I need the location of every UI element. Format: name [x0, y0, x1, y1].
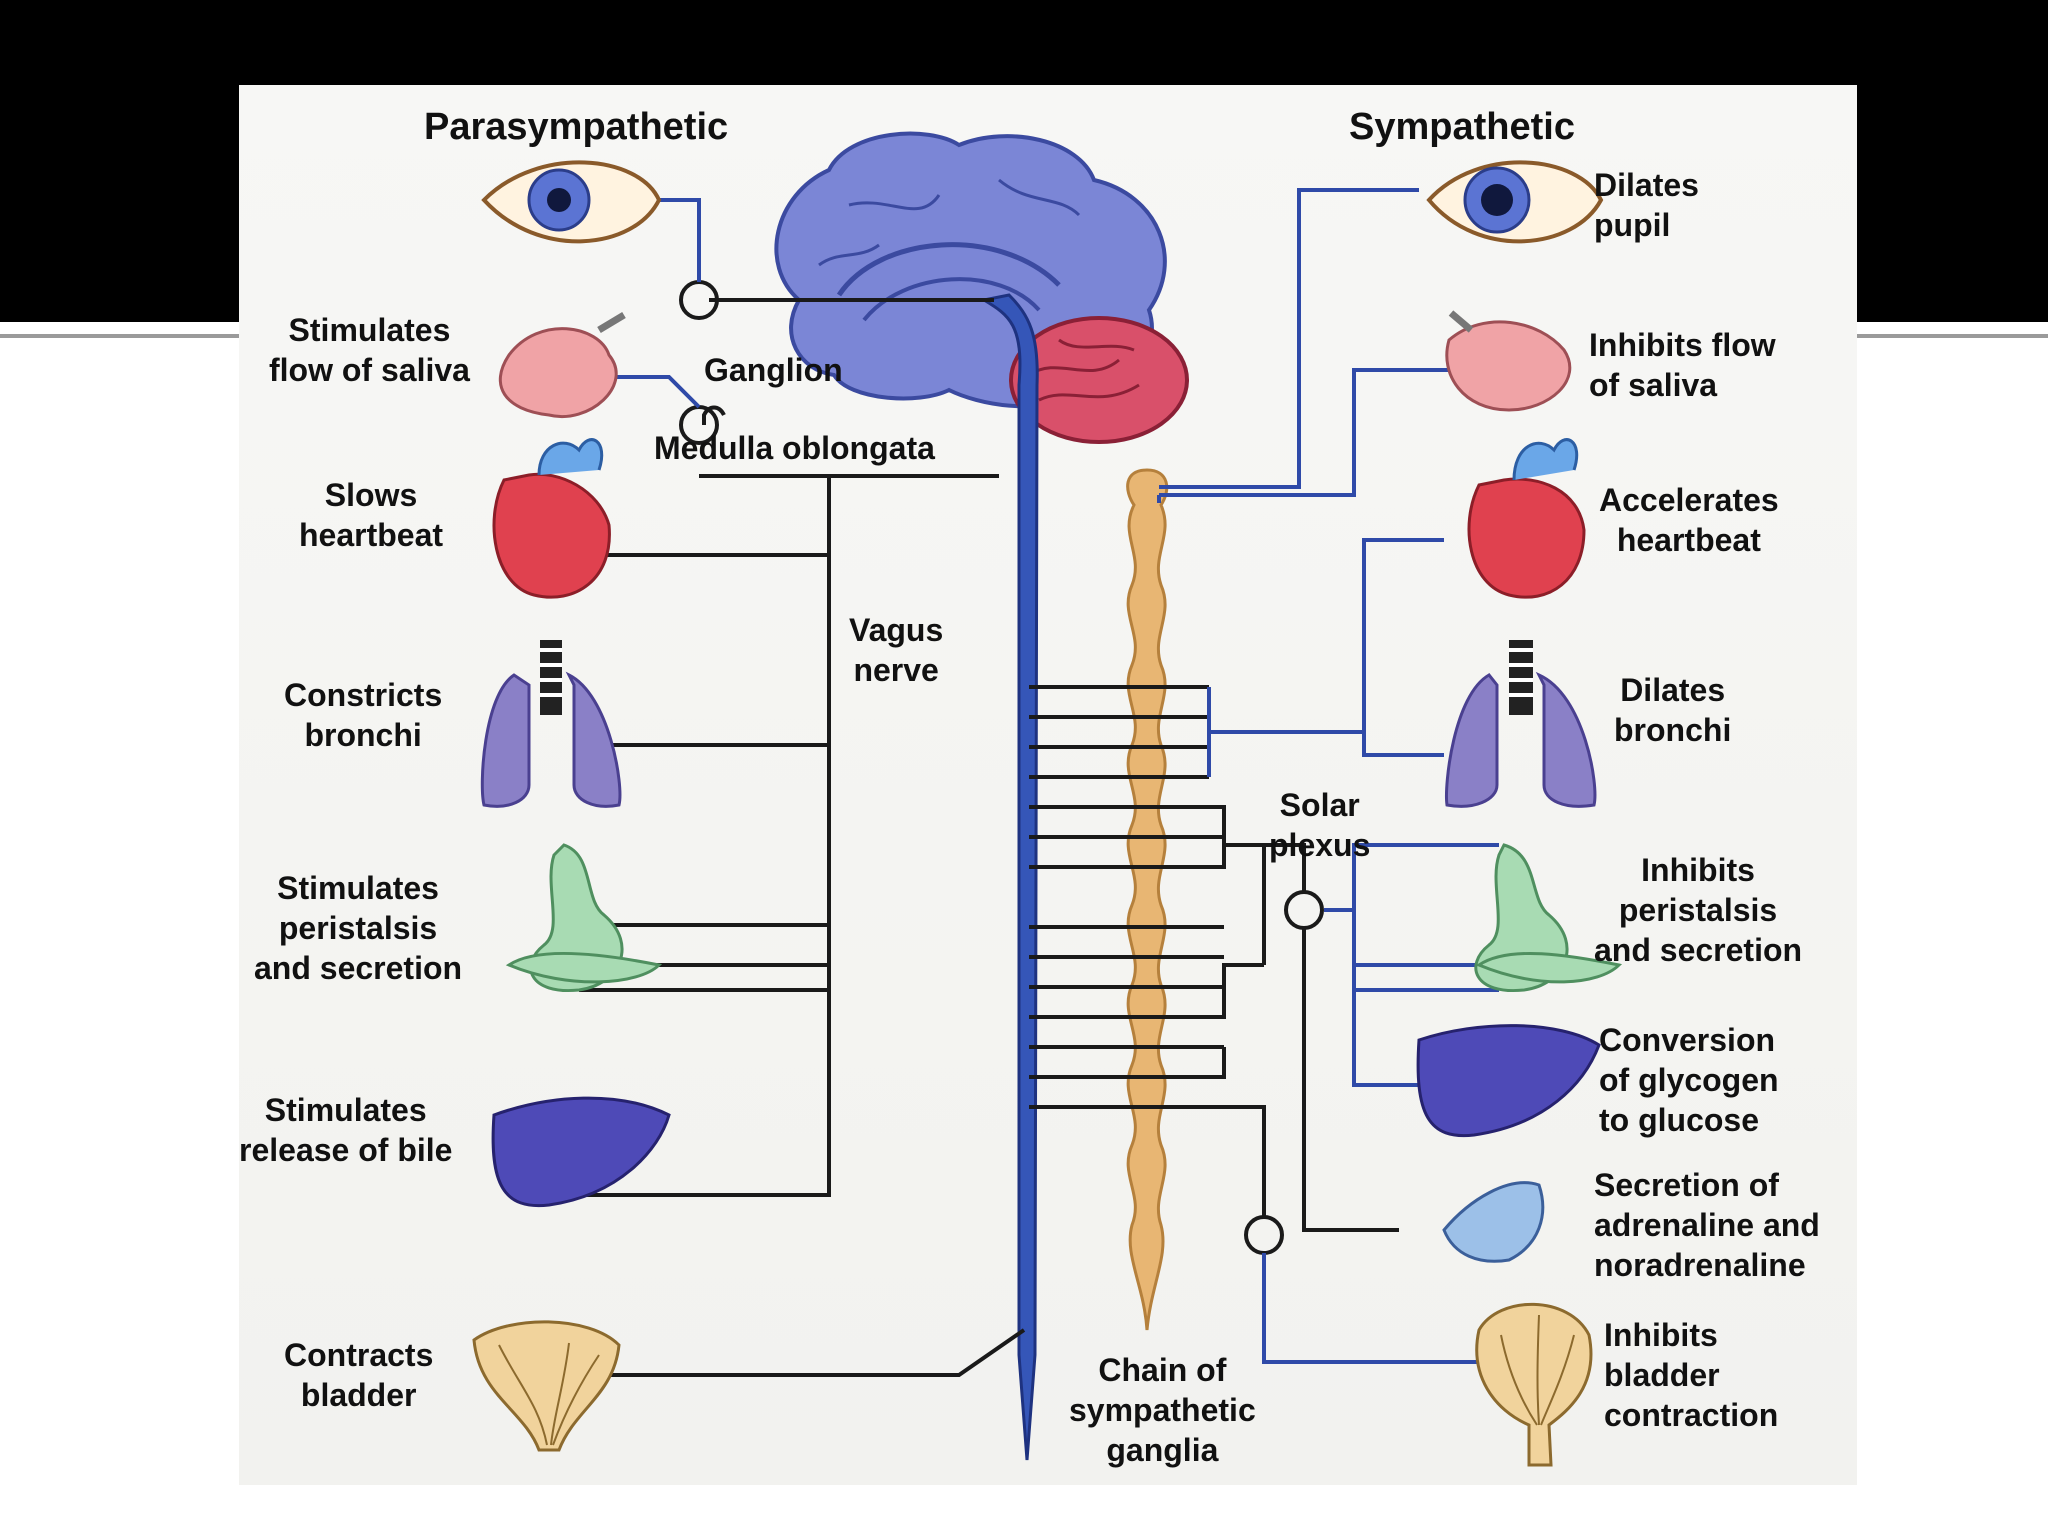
diagram-artwork — [472, 131, 1623, 1467]
para-lungs — [480, 640, 622, 808]
para-bladder — [472, 1320, 621, 1452]
cerebellum — [1009, 316, 1189, 444]
spinal-cord — [979, 293, 1039, 1461]
para-stomach — [505, 843, 663, 993]
symp-heart — [1467, 438, 1586, 599]
symp-liver — [1416, 1024, 1601, 1138]
symp-bladder — [1475, 1302, 1593, 1467]
medulla-oblongata-label: Medulla oblongata — [654, 430, 935, 466]
parasympathetic-header: Parasympathetic — [424, 106, 729, 148]
para-salivary-gland — [498, 311, 626, 418]
symp-adrenal-gland — [1442, 1181, 1545, 1263]
sympathetic-ganglia-chain — [1126, 468, 1169, 1331]
sympathetic-header: Sympathetic — [1349, 106, 1575, 148]
para-liver — [491, 1096, 671, 1208]
ganglion-label: Ganglion — [704, 352, 843, 388]
symp-eye — [1426, 160, 1604, 244]
nervous-system-diagram: Parasympathetic Sympathetic Ganglion Med… — [239, 85, 1857, 1485]
symp-stomach — [1474, 843, 1623, 993]
para-heart — [492, 438, 611, 599]
symp-lungs — [1445, 640, 1597, 808]
para-eye — [481, 160, 662, 244]
symp-salivary-gland — [1445, 310, 1572, 412]
